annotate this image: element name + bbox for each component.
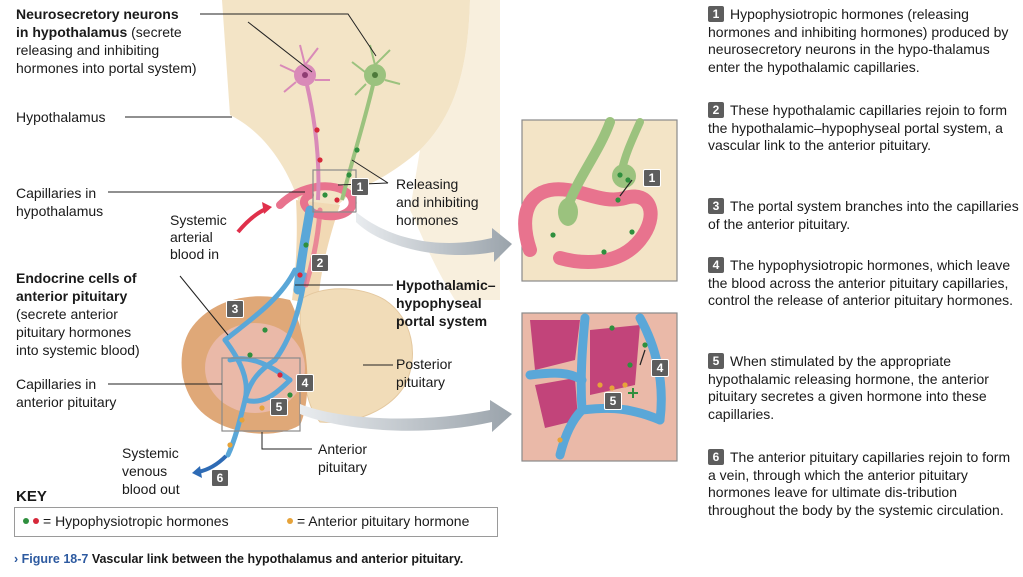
label-capillaries-hypothalamus-2: hypothalamus [16, 203, 104, 219]
step-number: 2 [708, 102, 724, 118]
neuron-green [340, 44, 401, 201]
label-venous-2: venous [122, 463, 168, 479]
pin-1: 1 [351, 178, 369, 196]
figure-number: Figure 18-7 [21, 552, 89, 566]
focus-box-anterior [221, 357, 301, 432]
label-neurons-in-hypothalamus: in hypothalamus [16, 24, 128, 40]
leader-lines [108, 13, 393, 450]
key-anterior: = Anterior pituitary hormone [287, 513, 469, 529]
step-number: 3 [708, 198, 724, 214]
step-number: 1 [708, 6, 724, 22]
label-systemic-arterial-1: Systemic [170, 212, 227, 228]
figure-caption: › Figure 18-7 Vascular link between the … [14, 552, 463, 566]
label-posterior-1: Posterior [396, 356, 453, 372]
key-ant-text: = Anterior pituitary hormone [297, 513, 470, 529]
step-text: When stimulated by the appropriate hypot… [708, 353, 989, 422]
step-number: 4 [708, 257, 724, 273]
inset-lower-tissue-b [590, 325, 640, 395]
zoom-arrow-lower [300, 400, 512, 432]
label-systemic-arterial-3: blood in [170, 246, 220, 262]
label-neurons-line2: in hypothalamus (secrete [16, 24, 182, 41]
red-dot-icon [33, 518, 39, 524]
step-number: 6 [708, 449, 724, 465]
inset-upper-capillary [518, 182, 658, 269]
inset-pin-1: 1 [643, 169, 661, 187]
label-endocrine-3: (secrete anterior [16, 306, 118, 322]
pin-2: 2 [311, 254, 329, 272]
label-capillaries-hypothalamus-1: Capillaries in [16, 185, 97, 201]
step-text: The anterior pituitary capillaries rejoi… [708, 449, 1011, 518]
label-portal-2: hypophyseal [396, 295, 482, 311]
chevron-right-icon: › [14, 552, 19, 566]
label-posterior-2: pituitary [396, 374, 446, 390]
neuron-pink-nucleus [302, 72, 308, 78]
orange-dot-icon [287, 518, 293, 524]
label-releasing-2: and inhibiting [396, 194, 479, 210]
hypothalamic-capillary-loop [276, 182, 357, 221]
brain-tissue-right [410, 0, 500, 300]
key-hypo-text: = Hypophysiotropic hormones [43, 513, 229, 529]
label-capillaries-anterior-2: anterior pituitary [16, 394, 117, 410]
label-endocrine-5: into systemic blood) [16, 342, 140, 358]
label-anterior-2: pituitary [318, 459, 368, 475]
key-hypophysiotropic: = Hypophysiotropic hormones [23, 513, 229, 529]
portal-vessel-pink [303, 207, 323, 288]
green-dot-icon [23, 518, 29, 524]
label-venous-3: blood out [122, 481, 180, 497]
step-text: These hypothalamic capillaries rejoin to… [708, 102, 1008, 153]
zoom-arrow-upper [356, 212, 512, 262]
step-text: The hypophysiotropic hormones, which lea… [708, 257, 1014, 308]
step-number: 5 [708, 353, 724, 369]
label-endocrine-4: pituitary hormones [16, 324, 132, 340]
systemic-arterial-arrow [236, 206, 269, 234]
key-title: KEY [16, 488, 47, 505]
label-portal-1: Hypothalamic– [396, 277, 496, 293]
label-portal-3: portal system [396, 313, 488, 329]
anterior-capillary-network [222, 267, 308, 458]
label-endocrine-1: Endocrine cells of [16, 270, 137, 286]
figure-title: Vascular link between the hypothalamus a… [91, 552, 464, 566]
label-neurons-secrete: (secrete [127, 24, 182, 40]
inset-pin-4: 4 [651, 359, 669, 377]
label-endocrine-2: anterior pituitary [16, 288, 128, 304]
hormone-dots [227, 127, 360, 448]
label-hypothalamus: Hypothalamus [16, 109, 106, 125]
label-capillaries-anterior-1: Capillaries in [16, 376, 97, 392]
pin-4: 4 [296, 374, 314, 392]
pin-3: 3 [226, 300, 244, 318]
step-text: Hypophysiotropic hormones (releasing hor… [708, 6, 1009, 75]
step-text: The portal system branches into the capi… [708, 198, 1019, 232]
inset-upper-axon [563, 117, 615, 210]
label-systemic-arterial-2: arterial [170, 229, 213, 245]
portal-vessel [293, 205, 315, 295]
pin-5: 5 [270, 398, 288, 416]
neuron-green-nucleus [372, 72, 378, 78]
inset-pin-5: 5 [604, 392, 622, 410]
label-neurosecretory-neurons: Neurosecretory neurons [16, 6, 179, 22]
label-releasing-3: hormones [396, 212, 459, 228]
label-anterior-1: Anterior [318, 441, 368, 457]
label-venous-1: Systemic [122, 445, 179, 461]
pin-6: 6 [211, 469, 229, 487]
key-box: = Hypophysiotropic hormones = Anterior p… [14, 507, 498, 537]
label-neurons-line4: hormones into portal system) [16, 60, 197, 76]
label-neurons-line3: releasing and inhibiting [16, 42, 160, 58]
inset-lower-tissue-a [530, 320, 580, 370]
hypothalamus-tissue [222, 0, 470, 205]
label-releasing-1: Releasing [396, 176, 459, 192]
inset-lower-tissue-c [535, 378, 578, 428]
